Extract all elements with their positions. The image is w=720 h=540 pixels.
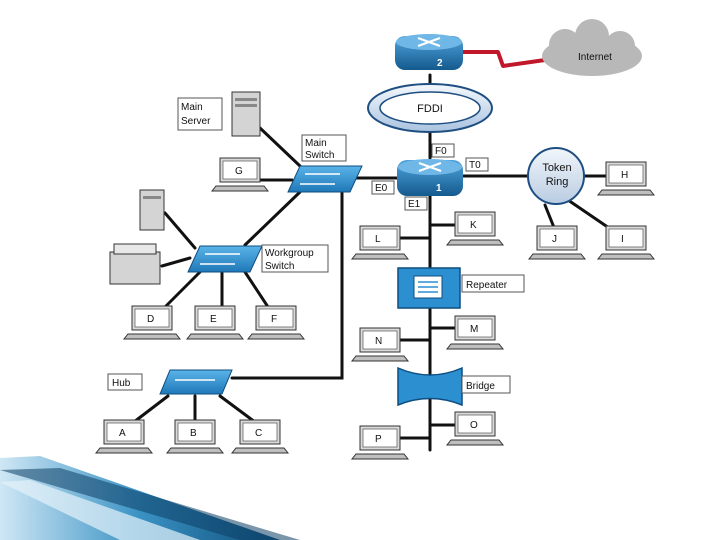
pc-o: O (446, 411, 504, 446)
wire-wg-to-d (158, 270, 202, 314)
svg-text:H: H (621, 170, 628, 181)
svg-text:M: M (470, 324, 478, 335)
svg-text:J: J (552, 234, 557, 245)
pc-h: H (597, 161, 655, 196)
main-switch: Main Switch (287, 134, 363, 193)
hub: Hub (107, 369, 233, 395)
svg-text:A: A (119, 428, 126, 439)
pc-b: B (166, 419, 224, 454)
svg-text:I: I (621, 234, 624, 245)
pc-a: A (95, 419, 153, 454)
svg-text:L: L (375, 234, 381, 245)
interface-f0: F0 (435, 146, 447, 157)
repeater: Repeater (397, 267, 525, 309)
pc-c: C (231, 419, 289, 454)
pc-j: J (528, 225, 586, 260)
svg-text:G: G (235, 166, 243, 177)
interface-e1: E1 (408, 199, 421, 210)
router-2-label: 2 (437, 58, 443, 69)
wire-hub-to-c (218, 394, 257, 424)
wire-switch-to-hub-vertical (230, 190, 344, 380)
internet-cloud: Internet (542, 19, 642, 76)
pc-k: K (446, 211, 504, 246)
pc-e: E (186, 305, 244, 340)
interface-e0: E0 (375, 183, 388, 194)
bridge: Bridge (397, 366, 511, 407)
main-switch-line1: Main (305, 138, 327, 149)
pc-m: M (446, 315, 504, 350)
pc-i: I (597, 225, 655, 260)
workgroup-switch: Workgroup Switch (187, 244, 329, 273)
wire-wg-to-printer (160, 256, 192, 268)
printer-icon (109, 243, 161, 285)
slide-decoration (0, 456, 300, 540)
svg-text:B: B (190, 428, 197, 439)
hub-icon (159, 369, 233, 395)
svg-text:P: P (375, 434, 382, 445)
main-server-line2: Server (181, 116, 211, 127)
svg-text:E: E (210, 314, 217, 325)
wire-wg-to-server2 (163, 211, 197, 250)
svg-text:F: F (271, 314, 277, 325)
router-2: 2 (395, 34, 463, 70)
svg-text:D: D (147, 314, 154, 325)
token-ring: Token Ring (527, 147, 585, 205)
pc-n: N (351, 327, 409, 362)
pc-g: G (211, 157, 269, 192)
switch-icon (287, 165, 363, 193)
router-arrows-icon (417, 37, 441, 47)
svg-text:K: K (470, 220, 477, 231)
pc-f: F (247, 305, 305, 340)
interface-t0: T0 (469, 160, 481, 171)
wan-link (462, 50, 546, 68)
fddi-label: FDDI (417, 103, 443, 115)
switch-icon (187, 245, 263, 273)
token-ring-line1: Token (542, 162, 571, 174)
router-arrows-icon (418, 162, 442, 172)
server-icon (231, 91, 261, 137)
server-icon (139, 189, 165, 231)
workgroup-switch-line2: Switch (265, 261, 294, 272)
repeater-label: Repeater (466, 280, 508, 291)
wire-ring-to-i (566, 198, 614, 232)
pc-d: D (123, 305, 181, 340)
pc-l: L (351, 225, 409, 260)
pc-p: P (351, 425, 409, 460)
wire-wg-to-f (243, 270, 272, 312)
internet-label: Internet (578, 52, 612, 63)
svg-text:C: C (255, 428, 262, 439)
main-server-line1: Main (181, 102, 203, 113)
wire-mainswitch-to-workgroup (243, 190, 302, 247)
bridge-label: Bridge (466, 381, 495, 392)
interface-labels: F0 T0 E0 E1 (371, 143, 489, 211)
svg-text:N: N (375, 336, 382, 347)
svg-text:O: O (470, 420, 478, 431)
workgroup-switch-line1: Workgroup (265, 248, 314, 259)
token-ring-line2: Ring (546, 176, 569, 188)
router-1-label: 1 (436, 183, 442, 194)
hub-label: Hub (112, 378, 131, 389)
main-switch-line2: Switch (305, 150, 334, 161)
fddi-ring: FDDI (367, 83, 493, 133)
main-server: Main Server (177, 91, 261, 137)
pcs: G D E F A B C L K N M P O H J I (95, 157, 655, 460)
router-1: 1 (397, 159, 463, 196)
wire-server-to-switch (258, 126, 302, 168)
